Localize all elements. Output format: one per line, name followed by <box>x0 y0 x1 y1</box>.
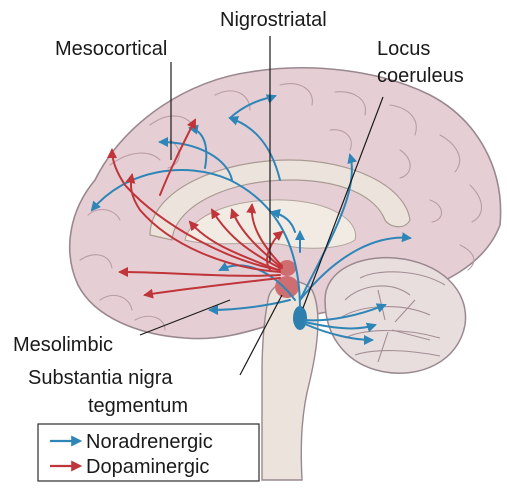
label-mesolimbic: Mesolimbic <box>13 334 113 356</box>
brainstem <box>262 281 318 480</box>
label-substantia-nigra: Substantia nigra <box>28 367 173 389</box>
legend-dopaminergic-label: Dopaminergic <box>86 456 209 478</box>
legend: Noradrenergic Dopaminergic <box>38 424 259 481</box>
label-nigrostriatal: Nigrostriatal <box>220 9 327 31</box>
label-locus-coeruleus-line2: coeruleus <box>377 65 464 87</box>
tegmentum-nucleus <box>275 276 299 298</box>
label-locus-coeruleus-line1: Locus <box>377 38 430 60</box>
legend-noradrenergic-label: Noradrenergic <box>86 431 213 453</box>
label-mesocortical: Mesocortical <box>55 38 167 60</box>
label-tegmentum: tegmentum <box>88 395 188 417</box>
